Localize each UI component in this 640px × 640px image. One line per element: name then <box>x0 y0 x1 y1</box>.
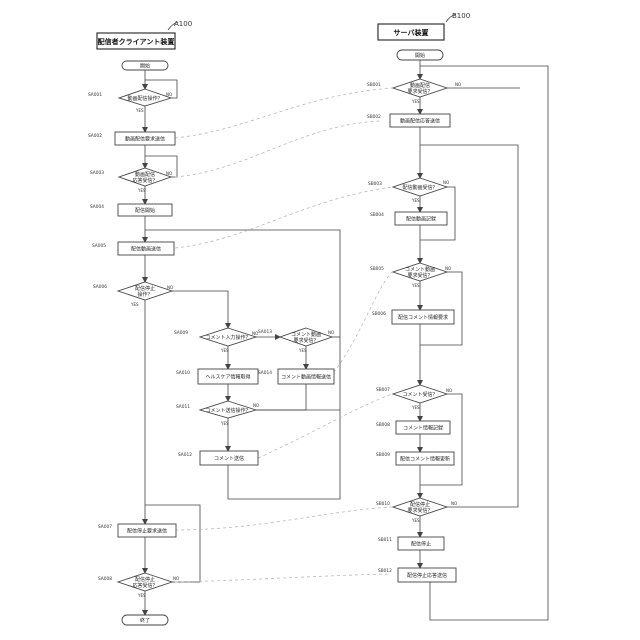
SA013-step-id: SA013 <box>258 329 272 335</box>
SB011-label: 配信停止 <box>411 541 431 548</box>
SA013-label-1: コメント動画 <box>291 331 321 338</box>
server-nodes: 開始 SB001 動画配信 要求受信？ YES NO SB002 動画配信応答送… <box>367 50 461 582</box>
SA001-label: 動画配信操作？ <box>127 95 162 102</box>
SB010-no: NO <box>451 501 457 506</box>
SA003-step-id: SA003 <box>90 170 104 176</box>
SA011-no: NO <box>253 403 259 408</box>
SA006-label-1: 配信停止 <box>135 285 155 292</box>
SB006-label: 配信コメント情報要求 <box>398 314 448 321</box>
SA007-step-id: SA007 <box>98 524 112 530</box>
client-header: A100 配信者クライアント装置 <box>97 20 192 49</box>
client-start-label: 開始 <box>140 63 150 70</box>
SB009-step-id: SB009 <box>376 452 390 458</box>
SA008-yes: YES <box>137 593 146 598</box>
SB010-label-2: 要求受信？ <box>407 507 432 514</box>
SA001-yes: YES <box>135 108 144 113</box>
SB009-label: 配信コメント情報更新 <box>400 456 450 463</box>
SB004-label: 配信動画記録 <box>406 216 436 223</box>
server-connectors <box>420 60 548 620</box>
SA001-no: NO <box>166 92 172 97</box>
SB005-yes: YES <box>411 283 420 288</box>
SB001-label-2: 要求受信？ <box>407 88 432 95</box>
SA002-step-id: SA002 <box>88 133 102 139</box>
SA009-yes: YES <box>220 348 229 353</box>
SA011-step-id: SA011 <box>176 404 190 410</box>
SB002-step-id: SB002 <box>367 114 381 120</box>
SB010-step-id: SB010 <box>376 501 390 507</box>
SA009-step-id: SA009 <box>174 330 188 336</box>
SB012-label: 配信停止応答送信 <box>407 572 447 579</box>
SA014-label: コメント動画情報送信 <box>281 374 331 381</box>
SA004-step-id: SA004 <box>90 204 104 210</box>
SA006-label-2: 操作？ <box>137 291 152 298</box>
SA006-no: NO <box>167 285 173 290</box>
SA007-label: 配信停止要求送信 <box>127 528 167 535</box>
SA014-step-id: SA014 <box>258 370 272 376</box>
SB006-step-id: SB006 <box>372 311 386 317</box>
server-ref-label: B100 <box>452 12 470 20</box>
SA012-label: コメント送信 <box>214 455 244 462</box>
SA011-label: コメント送信操作？ <box>205 407 250 414</box>
server-start-label: 開始 <box>415 52 425 59</box>
SA012-step-id: SA012 <box>178 452 192 458</box>
SA010-step-id: SA010 <box>176 370 190 376</box>
SB005-step-id: SB005 <box>370 266 384 272</box>
SB001-no: NO <box>455 82 461 87</box>
SB008-step-id: SB008 <box>376 422 390 428</box>
client-end-label: 終了 <box>140 617 150 624</box>
SA005-step-id: SA005 <box>92 243 106 249</box>
SA003-no: NO <box>166 171 172 176</box>
SA008-step-id: SA008 <box>98 576 112 582</box>
SA013-no: NO <box>328 330 334 335</box>
SA009-label: コメント入力操作？ <box>205 334 250 341</box>
SA008-label-1: 配信停止 <box>135 576 155 583</box>
SA013-label-2: 要求受信？ <box>293 337 318 344</box>
SA010-label: ヘルスケア情報取得 <box>205 374 250 381</box>
client-title: 配信者クライアント装置 <box>98 37 175 46</box>
client-ref-label: A100 <box>174 20 192 28</box>
SB008-label: コメント情報記録 <box>403 425 443 432</box>
SB003-no: NO <box>443 180 449 185</box>
SA003-yes: YES <box>137 188 146 193</box>
SA003-label-2: 応答受信？ <box>132 177 157 184</box>
SB003-label: 配信動画受信？ <box>402 184 437 191</box>
server-header: B100 サーバ装置 <box>378 12 470 40</box>
SA006-step-id: SA006 <box>93 284 107 290</box>
SB004-step-id: SB004 <box>370 212 384 218</box>
SB005-label-1: コメント動画 <box>405 266 435 273</box>
SA013-yes: YES <box>298 348 307 353</box>
SB001-label-1: 動画配信 <box>410 82 430 89</box>
SB010-label-1: 配信停止 <box>410 501 430 508</box>
SB007-yes: YES <box>411 405 420 410</box>
SA002-label: 動画配信要求送信 <box>125 136 165 143</box>
SB001-yes: YES <box>411 99 420 104</box>
SB001-step-id: SB001 <box>367 82 381 88</box>
SA005-label: 配信動画送信 <box>131 246 161 253</box>
SB003-yes: YES <box>411 198 420 203</box>
SA001-step-id: SA001 <box>88 92 102 98</box>
SB010-yes: YES <box>411 518 420 523</box>
SB007-step-id: SB007 <box>376 387 390 393</box>
SB002-label: 動画配信応答送信 <box>400 118 440 125</box>
SA004-label: 配信開始 <box>135 207 155 214</box>
server-title: サーバ装置 <box>394 28 429 37</box>
SB012-step-id: SB012 <box>378 568 392 574</box>
SA008-no: NO <box>173 576 179 581</box>
SB007-no: NO <box>446 388 452 393</box>
SA006-yes: YES <box>130 302 139 307</box>
SA003-label-1: 動画配信 <box>135 171 155 178</box>
SB005-no: NO <box>445 266 451 271</box>
SA011-yes: YES <box>220 421 229 426</box>
SB003-step-id: SB003 <box>368 181 382 187</box>
SB011-step-id: SB011 <box>378 537 392 543</box>
SA008-label-2: 応答受信？ <box>132 582 157 589</box>
SB007-label: コメント受信？ <box>402 391 437 398</box>
SB005-label-2: 要求受信？ <box>407 272 432 279</box>
client-nodes: 開始 SA001 動画配信操作？ YES NO SA002 動画配信要求送信 S… <box>88 61 334 625</box>
